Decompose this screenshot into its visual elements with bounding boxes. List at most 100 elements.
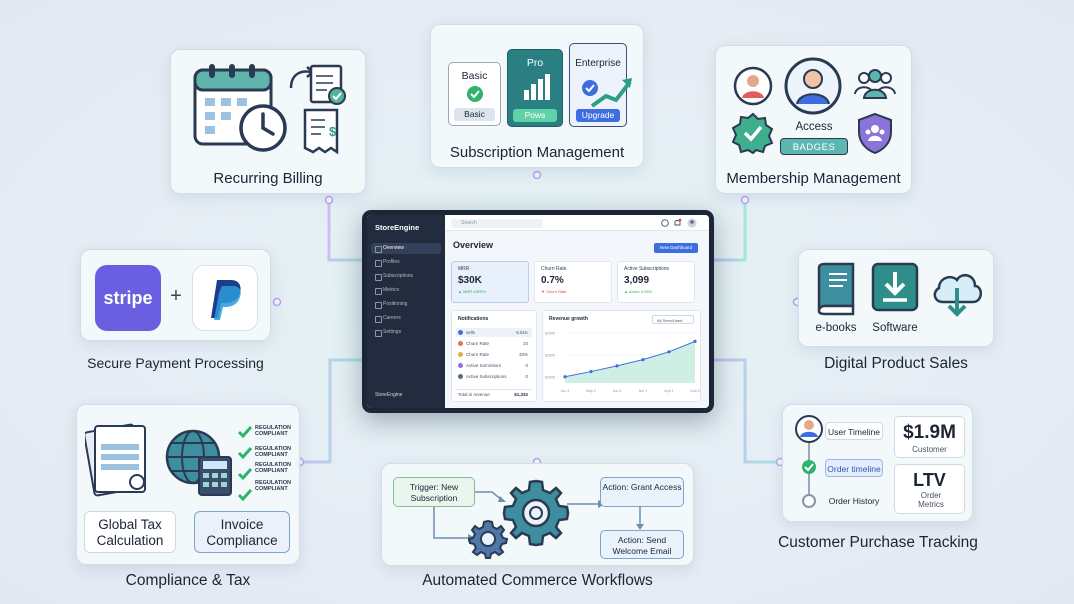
- y-tick-label: $200K: [545, 376, 556, 380]
- nav-settings[interactable]: Settings: [371, 327, 441, 338]
- software-download-icon: [871, 262, 919, 312]
- kpi-mrr-sub: ▲ MRR MRR%: [458, 289, 486, 294]
- kpi-mrr-title: MRR: [458, 266, 470, 272]
- plan-basic-name: Basic: [461, 70, 488, 82]
- revenue-point: [667, 350, 671, 354]
- globe-calculator-icon: [165, 429, 232, 496]
- notification-label: Churn Rate: [466, 341, 490, 346]
- plan-enterprise: Enterprise Upgrade: [569, 43, 632, 127]
- nav-profiles[interactable]: Profiles: [371, 257, 441, 268]
- nav-careers[interactable]: Careers: [371, 313, 441, 324]
- compliance-check-4: REGULATION COMPLIANT: [255, 480, 291, 492]
- kpi-churn-sub: ▼ Churn Rate: [541, 289, 567, 294]
- team-group-icon: [854, 69, 896, 99]
- ltv-customer-value: $1.9M: [903, 422, 956, 443]
- notification-value: 10: [522, 341, 528, 346]
- nav-subscriptions[interactable]: Subscriptions: [371, 271, 441, 282]
- kpi-churn-value: 0.7%: [541, 275, 564, 286]
- dashboard-topbar: Search: [445, 215, 709, 231]
- subscription-management-card: Basic Basic Pro Pows Enterprise Upgrade …: [430, 24, 644, 168]
- subscription-management-title: Subscription Management: [449, 144, 625, 161]
- bell-icon[interactable]: [673, 218, 682, 227]
- bar-chart-icon: [524, 74, 550, 100]
- x-tick-label: Aprl 1: [664, 389, 673, 393]
- access-label: Access: [795, 121, 833, 133]
- purchase-tracking-card: User Timeline Order timeline Order Histo…: [782, 404, 973, 522]
- storeengine-dashboard: StoreEngine Overview Profiles Subscripti…: [362, 210, 714, 413]
- ltv-customer-stat: $1.9M Customer: [894, 416, 965, 458]
- order-timeline-label[interactable]: Order timeline: [825, 459, 883, 477]
- workflows-title: Automated Commerce Workflows: [422, 572, 653, 589]
- x-tick-label: May 2: [586, 389, 596, 393]
- upgrade-arrow-icon: [582, 78, 632, 108]
- user-timeline-label: User Timeline: [825, 422, 883, 440]
- notification-row: Active Subscriptions 0: [456, 372, 532, 381]
- kpi-mrr-value: $30K: [458, 275, 482, 286]
- stripe-logo: stripe: [95, 265, 161, 331]
- help-icon[interactable]: [661, 219, 669, 227]
- plan-pro: Pro Pows: [507, 49, 563, 127]
- notification-row: Churn Rate 10: [456, 339, 532, 348]
- plan-pro-name: Pro: [526, 57, 544, 69]
- x-tick-label: Anf 1: [639, 389, 647, 393]
- overview-heading: Overview: [453, 240, 494, 250]
- membership-management-title: Membership Management: [726, 170, 901, 187]
- calendar-clock-icon: [193, 64, 287, 152]
- kpi-churn: Churn Rate 0.7% ▼ Churn Rate: [534, 261, 612, 303]
- tax-documents-icon: [85, 423, 146, 497]
- invoice-documents-icon: $: [289, 64, 346, 155]
- user-avatar-icon: [733, 66, 773, 106]
- digital-products-card: e-books Software: [798, 249, 994, 347]
- trigger-step: Trigger: New Subscription: [393, 477, 475, 507]
- nav-positioning[interactable]: Positioning: [371, 299, 441, 310]
- payment-card: stripe +: [80, 249, 271, 341]
- nav-overview[interactable]: Overview: [371, 243, 441, 254]
- plan-enterprise-button[interactable]: Upgrade: [576, 109, 620, 122]
- plan-basic-button[interactable]: Basic: [454, 108, 495, 121]
- plan-pro-button[interactable]: Pows: [513, 109, 557, 122]
- kpi-active-title: Active Subscriptions: [624, 266, 670, 272]
- x-tick-label: Jun 3: [613, 389, 622, 393]
- purchase-tracking-title: Customer Purchase Tracking: [778, 534, 978, 551]
- notification-label: Active Subscriptions: [466, 374, 507, 379]
- global-tax-label: Global Tax Calculation: [84, 511, 176, 553]
- paypal-logo: [192, 265, 258, 331]
- dashboard-search-input[interactable]: Search: [451, 219, 543, 228]
- ebook-icon: [817, 262, 855, 316]
- svg-text:$: $: [329, 124, 337, 139]
- sidebar-footer-brand: StoreEngine: [375, 392, 403, 398]
- revenue-point: [563, 375, 567, 379]
- notifications-title: Notifications: [458, 316, 489, 322]
- recurring-billing-card: $ Recurring Billing: [170, 49, 366, 194]
- compliance-title: Compliance & Tax: [125, 572, 251, 589]
- plus-sign: +: [170, 285, 182, 307]
- ebooks-label: e-books: [815, 322, 857, 334]
- revenue-line: [564, 340, 696, 378]
- verified-badge-icon: [732, 112, 774, 154]
- avatar[interactable]: [687, 218, 697, 228]
- revenue-area: [565, 341, 695, 383]
- action-send-email-step: Action: Send Welcome Email: [600, 530, 684, 559]
- nav-metrics[interactable]: Metrics: [371, 285, 441, 296]
- order-history-label: Order History: [828, 496, 880, 506]
- notification-label: Active Sommitors: [466, 363, 502, 368]
- ltv-customer-label: Customer: [912, 445, 947, 454]
- digital-products-title: Digital Product Sales: [824, 355, 968, 372]
- notification-label: Churn Rate: [466, 352, 490, 357]
- new-dashboard-button[interactable]: New Dashboard: [654, 243, 698, 253]
- revenue-point: [589, 369, 593, 374]
- compliance-check-2: REGULATION COMPLIANT: [255, 446, 291, 458]
- revenue-filter-select[interactable]: All Seen/Used: [652, 315, 694, 324]
- dashboard-sidebar: StoreEngine Overview Profiles Subscripti…: [367, 215, 445, 408]
- notification-value: 0: [525, 374, 528, 379]
- y-tick-label: $100K: [545, 332, 556, 336]
- kpi-active-subscriptions: Active Subscriptions 3,099 ▲ Active 6.05…: [617, 261, 695, 303]
- paypal-icon: [211, 280, 241, 320]
- plan-enterprise-name: Enterprise: [575, 58, 621, 69]
- shield-users-icon: [858, 112, 892, 154]
